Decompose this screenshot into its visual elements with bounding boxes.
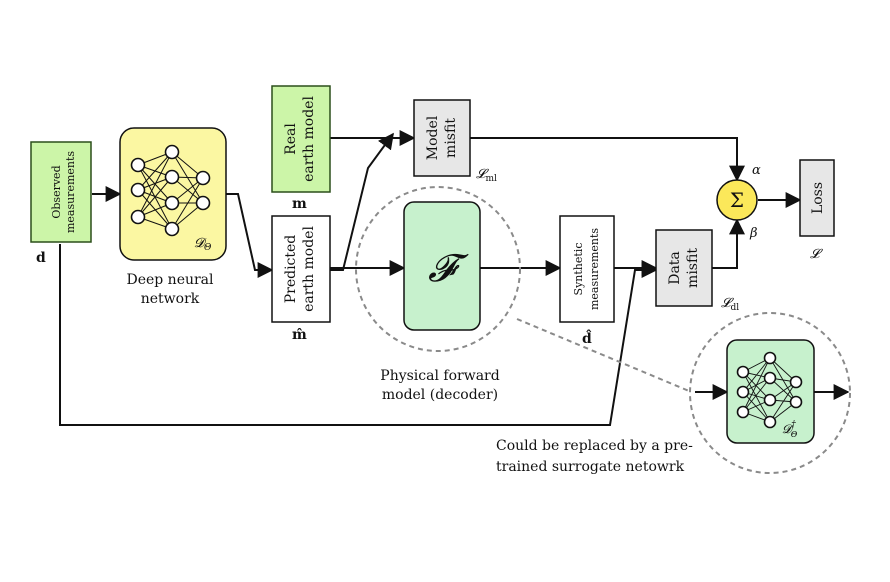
surrogate-caption-line1: Could be replaced by a pre- [496,438,693,454]
network-node [130,209,146,225]
forward-dashed-circle [355,186,521,352]
network-node [164,144,180,160]
forward-caption-line2: model (decoder) [382,387,498,403]
arrow-predicted-to-model-misfit [330,132,394,271]
network-node [763,351,777,365]
model-misfit-label-line2: misfit [443,118,459,158]
network-edge [742,357,771,413]
real-model-label-line1: Real [283,123,299,155]
sum-beta: β [749,226,758,241]
sum-symbol: Σ [730,188,744,212]
synthetic-label-line2: measurements [588,228,601,310]
synthetic-label-line1: Synthetic [572,243,585,296]
network-node [736,385,750,399]
encoder-network-icon [130,144,211,237]
arrow-model-misfit-to-sum [470,137,745,182]
real-earth-model-node: Real earth model m [271,85,331,212]
data-misfit-label-line2: misfit [685,248,701,288]
predicted-model-label-line2: earth model [301,226,317,312]
model-misfit-label-line1: Model [425,115,441,160]
network-node [789,375,803,389]
encoder-caption-line2: network [141,291,200,307]
network-edge [742,377,771,413]
observed-label-line1: Observed [50,165,63,218]
encoder-caption-line1: Deep neural [126,272,214,288]
network-node [763,371,777,385]
network-node [164,221,180,237]
forward-operator-node: 𝓕 Physical forward model (decoder) [380,201,500,403]
encoder-node: 𝓓Θ Deep neural network [119,127,227,307]
surrogate-caption-line2: trained surrogate netowrk [496,459,685,475]
data-misfit-node: Data misfit 𝓛dl [655,229,739,313]
sum-alpha: α [752,163,761,178]
predicted-model-symbol: m̂ [292,327,307,343]
real-model-symbol: m [292,196,307,212]
network-edge [171,177,204,230]
network-node [763,415,777,429]
network-edge [137,151,173,191]
network-node [164,195,180,211]
network-edge [769,381,797,423]
network-node [130,157,146,173]
surrogate-network-icon [736,351,803,429]
network-node [195,170,211,186]
network-edge [137,151,173,218]
arrow-data-misfit-to-sum [712,218,745,269]
network-edge [137,176,173,218]
network-edge [742,371,771,423]
encoder-symbol: 𝓓Θ [194,236,212,253]
surrogate-node: 𝓓†Θ Could be replaced by a pre- trained … [496,339,815,475]
surrogate-dashed-circle [689,312,851,474]
real-model-label-line2: earth model [301,96,317,182]
replacement-dashed-link [516,318,690,392]
loss-symbol: 𝓛 [810,247,823,262]
dashed-annotations [355,186,851,474]
predicted-model-label-line1: Predicted [283,235,299,304]
synthetic-measurements-node: Synthetic measurements d̂ [559,215,615,347]
synthetic-symbol: d̂ [582,328,592,347]
network-node [164,169,180,185]
arrow-observed-loop-to-data-misfit [59,244,658,426]
predicted-earth-model-node: Predicted earth model m̂ [271,215,331,343]
forward-caption-line1: Physical forward [380,368,499,384]
surrogate-symbol: 𝓓†Θ [782,420,798,439]
network-node [195,195,211,211]
loss-node: Loss 𝓛 [799,159,835,262]
network-node [789,395,803,409]
network-node [736,365,750,379]
observed-symbol: d [36,250,46,266]
sum-node: Σ α β [716,163,761,241]
data-misfit-loss: 𝓛dl [721,296,739,313]
observed-measurements-node: Observed measurements d [30,141,92,266]
observed-label-line2: measurements [64,151,77,233]
network-node [736,405,750,419]
data-misfit-label-line1: Data [667,251,683,285]
arrow-encoder-to-predicted [226,193,274,278]
network-node [763,393,777,407]
network-node [130,182,146,198]
model-misfit-node: Model misfit 𝓛ml [413,99,497,184]
model-misfit-loss: 𝓛ml [476,167,497,184]
network-edge [742,391,771,423]
loss-label: Loss [810,182,826,214]
network-edge [742,357,771,393]
